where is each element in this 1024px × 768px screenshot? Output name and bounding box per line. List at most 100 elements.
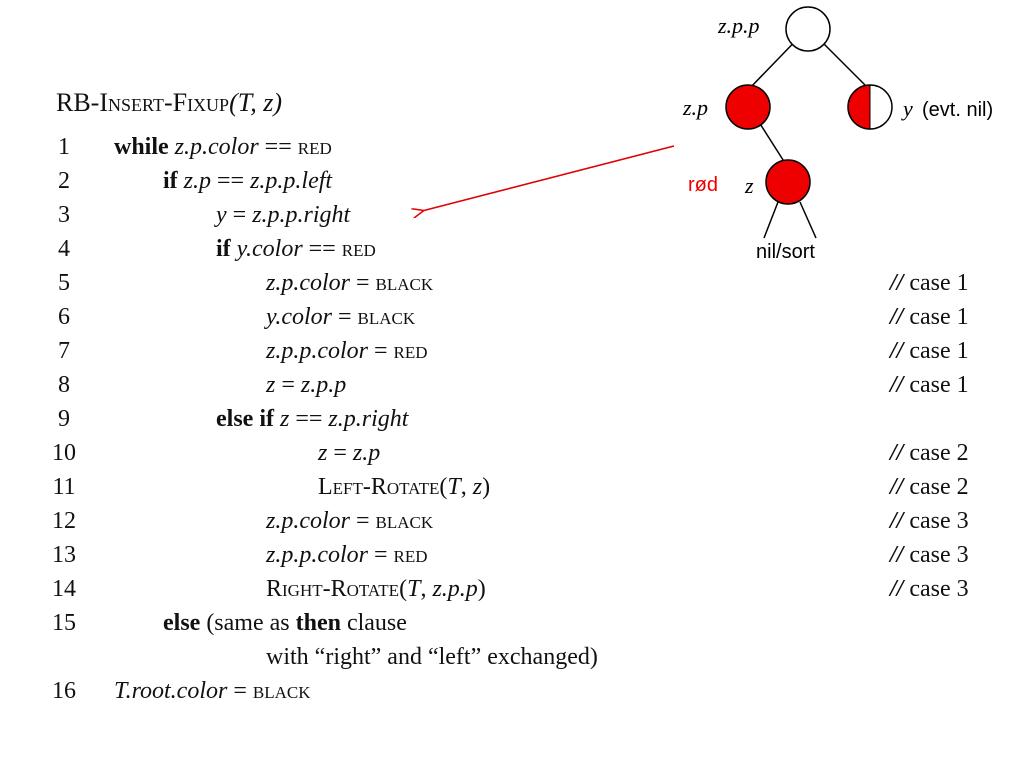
code-line: T.root.color = black — [114, 676, 311, 706]
line-number: 10 — [52, 440, 76, 466]
comment-text: case 1 — [909, 270, 969, 296]
node-parent — [725, 84, 771, 130]
code-line: z = z.p.p — [266, 370, 346, 400]
case-comment: //case 2 — [890, 438, 969, 468]
code-token: y.color — [236, 236, 303, 262]
code-token: z — [266, 372, 276, 398]
case-comment: //case 3 — [890, 574, 969, 604]
code-token: = — [332, 304, 358, 330]
label-grandparent: z.p.p — [717, 13, 760, 38]
code-line: while z.p.color == red — [114, 132, 332, 162]
code-line: Left-Rotate(T, z) — [318, 472, 490, 502]
code-line: y.color = black — [266, 302, 415, 332]
code-token: ( — [439, 474, 448, 500]
code-token: T — [407, 576, 421, 602]
case-comment: //case 3 — [890, 506, 969, 536]
code-token: (same as — [200, 610, 296, 636]
code-line: z = z.p — [318, 438, 380, 468]
code-line: Right-Rotate(T, z.p.p) — [266, 574, 486, 604]
code-token: while — [114, 134, 169, 160]
comment-marker: // — [890, 304, 904, 330]
code-line: else (same as then clause — [163, 608, 407, 638]
code-token: = — [327, 440, 353, 466]
code-line: z.p.p.color = red — [266, 336, 428, 366]
code-token: clause — [340, 610, 407, 636]
code-token: = — [350, 508, 376, 534]
comment-marker: // — [890, 372, 904, 398]
algorithm-title: RB-Insert-Fixup(T, z) — [56, 86, 282, 120]
comment-text: case 2 — [909, 474, 969, 500]
line-number: 1 — [58, 134, 70, 160]
code-line: z.p.p.color = red — [266, 540, 428, 570]
code-token: Left-Rotate — [318, 474, 440, 500]
label-uncle-note: (evt. nil) — [922, 99, 993, 121]
code-token: z.p.right — [328, 406, 409, 432]
comment-text: case 1 — [909, 338, 969, 364]
code-token: z.p.p.left — [250, 168, 333, 194]
comment-marker: // — [890, 576, 904, 602]
code-token: , — [460, 474, 473, 500]
label-parent: z.p — [682, 95, 708, 120]
code-token: = — [368, 338, 394, 364]
comment-text: case 2 — [909, 440, 969, 466]
line-number: 2 — [58, 168, 70, 194]
line-number: 9 — [58, 406, 70, 432]
code-token: = — [226, 202, 253, 228]
red-black-tree-diagram: z.p.p z.p y (evt. nil) rød z nil/sort — [0, 6, 993, 263]
label-red: rød — [688, 174, 718, 196]
line-number: 11 — [52, 474, 76, 500]
code-token: == — [211, 168, 251, 194]
code-line: with “right” and “left” exchanged) — [266, 642, 598, 672]
title-args: (T, z) — [229, 88, 283, 117]
code-line: y = z.p.p.right — [216, 200, 350, 230]
comment-text: case 3 — [909, 576, 969, 602]
code-token: z.p.color — [266, 508, 350, 534]
line-number: 13 — [52, 542, 76, 568]
code-line: z.p.color = black — [266, 268, 433, 298]
line-number: 14 — [52, 576, 76, 602]
code-token: z — [472, 474, 483, 500]
code-token: black — [375, 270, 434, 296]
code-token: T — [447, 474, 461, 500]
case-comment: //case 1 — [890, 302, 969, 332]
comment-marker: // — [890, 474, 904, 500]
code-token: z.p.p — [300, 372, 347, 398]
comment-text: case 3 — [909, 542, 969, 568]
code-line: z.p.color = black — [266, 506, 433, 536]
edge-node-right-leaf — [799, 201, 817, 239]
comment-marker: // — [890, 440, 904, 466]
case-comment: //case 1 — [890, 370, 969, 400]
code-token: with “right” and “left” exchanged) — [266, 644, 598, 670]
code-token: ) — [477, 576, 486, 602]
case-comment: //case 1 — [890, 268, 969, 298]
comment-text: case 1 — [909, 304, 969, 330]
code-token: == — [258, 134, 298, 160]
comment-marker: // — [890, 542, 904, 568]
line-number: 7 — [58, 338, 70, 364]
code-token: = — [275, 372, 301, 398]
node-grandparent — [785, 6, 831, 52]
code-token: else if — [216, 406, 274, 432]
code-token: black — [252, 678, 311, 704]
code-token: y — [216, 202, 227, 228]
code-token: ( — [399, 576, 408, 602]
code-token: z.p.color — [266, 270, 350, 296]
label-node-z: z — [744, 173, 754, 198]
line-number: 16 — [52, 678, 76, 704]
code-token: T.root.color — [114, 678, 228, 704]
code-token: Right-Rotate — [266, 576, 400, 602]
code-token: if — [163, 168, 178, 194]
comment-marker: // — [890, 508, 904, 534]
line-number: 12 — [52, 508, 76, 534]
line-number: 4 — [58, 236, 70, 262]
code-token: if — [216, 236, 231, 262]
code-token: red — [393, 338, 428, 364]
code-token: black — [357, 304, 416, 330]
comment-text: case 3 — [909, 508, 969, 534]
code-token: red — [341, 236, 376, 262]
title-smallcaps-1: nsert — [108, 88, 164, 117]
code-token: red — [297, 134, 332, 160]
comment-marker: // — [890, 338, 904, 364]
code-token: == — [302, 236, 342, 262]
